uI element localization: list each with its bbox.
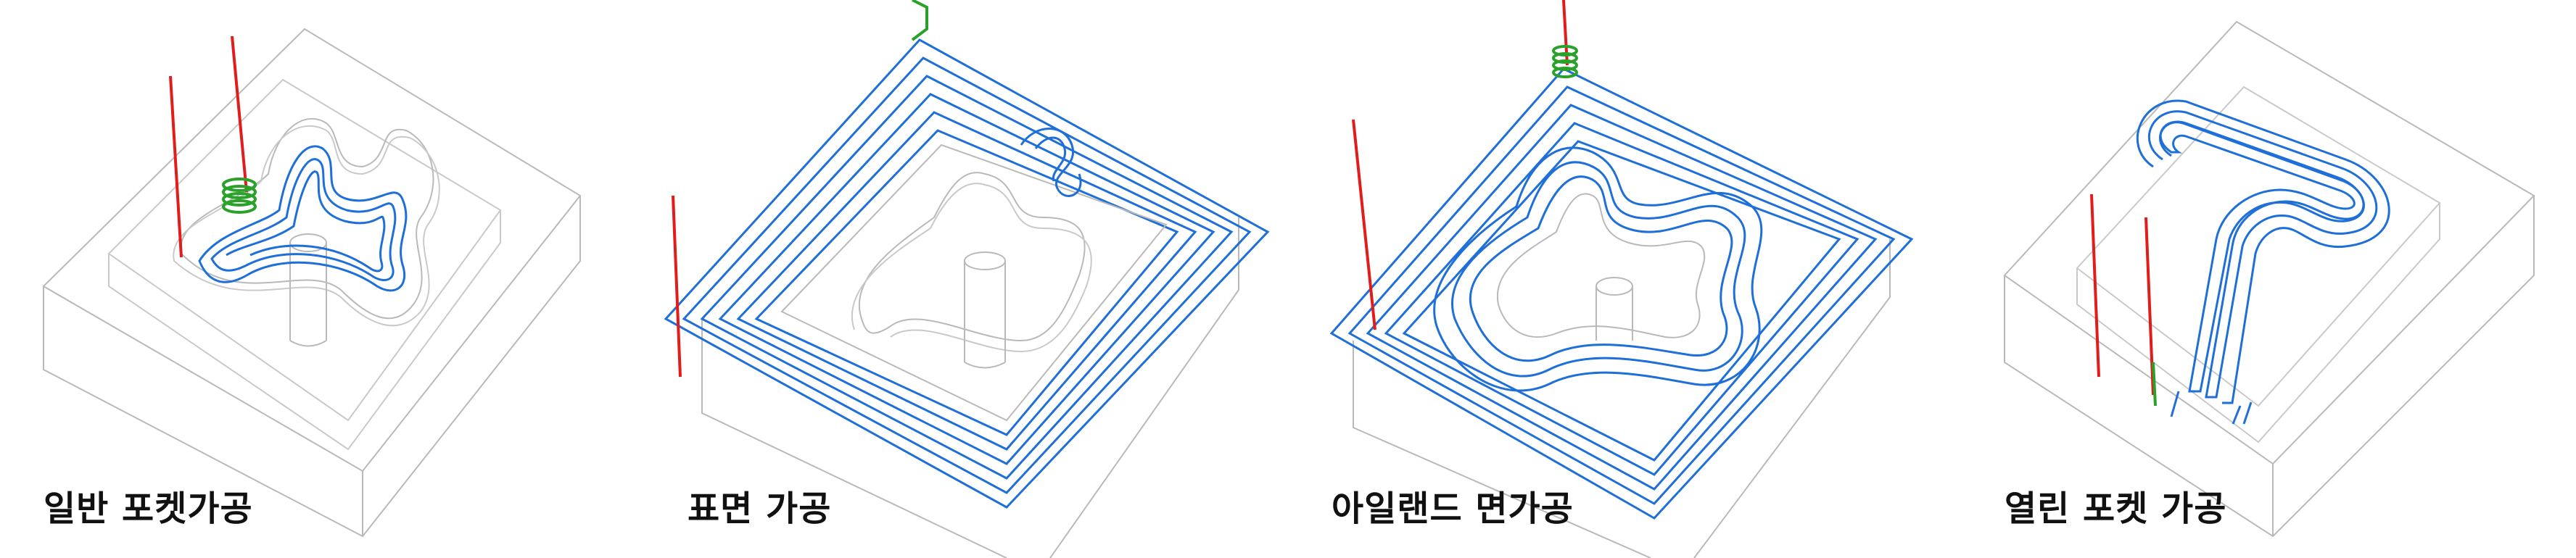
tool-helix xyxy=(1552,45,1578,78)
plunge-line xyxy=(672,195,682,378)
island-outline xyxy=(1496,193,1706,341)
panel-surface: 표면 가공 xyxy=(644,0,1288,558)
plunge-line xyxy=(169,75,183,258)
island-face-diagram xyxy=(1329,0,1914,558)
tool-helix xyxy=(222,178,257,214)
toolpath xyxy=(1329,67,1914,520)
plunge-line xyxy=(2090,193,2100,378)
panel-caption: 열린 포켓 가공 xyxy=(2005,488,2227,529)
panel-normal-pocket: 일반 포켓가공 xyxy=(0,0,644,558)
panel-caption: 일반 포켓가공 xyxy=(44,488,253,529)
toolpath xyxy=(2136,99,2390,425)
panel-open-pocket: 열린 포켓 가공 xyxy=(1932,0,2576,558)
open-pocket-diagram xyxy=(2003,20,2535,538)
tool-path-lead xyxy=(911,0,928,41)
panel-island-face: 아일랜드 면가공 xyxy=(1288,0,1932,558)
plunge-line xyxy=(231,36,248,193)
block-wireframe xyxy=(1353,239,1891,558)
toolpath xyxy=(198,145,408,292)
panel-caption: 표면 가공 xyxy=(688,488,832,529)
block-wireframe xyxy=(42,28,582,538)
normal-pocket-diagram xyxy=(42,28,582,538)
pocket-outline xyxy=(780,128,1168,422)
block-wireframe xyxy=(2003,20,2535,538)
surface-diagram xyxy=(664,0,1270,558)
pocket-outline xyxy=(173,117,440,347)
toolpath xyxy=(664,38,1270,509)
block-wireframe xyxy=(701,217,1239,558)
panel-caption: 아일랜드 면가공 xyxy=(1332,488,1574,529)
tool-path-lead xyxy=(2152,362,2157,407)
plunge-line xyxy=(1352,119,1376,330)
